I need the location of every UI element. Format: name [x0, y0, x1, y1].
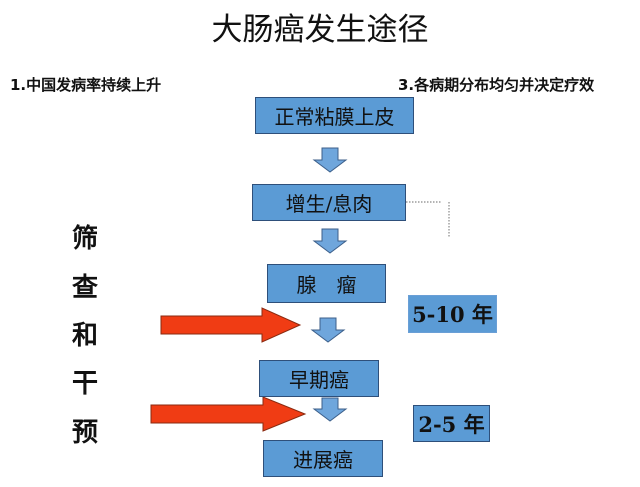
page-title: 大肠癌发生途径 [211, 12, 429, 48]
duration-2-5-years: 2-5 年 [413, 405, 490, 442]
duration-5-10-years: 5-10 年 [408, 295, 497, 333]
down-arrow-icon [312, 228, 348, 254]
intervention-char: 查 [72, 273, 99, 303]
stage-early-cancer: 早期癌 [259, 360, 379, 397]
intervention-char: 预 [72, 418, 99, 448]
down-arrow-icon [310, 317, 346, 343]
stage-normal-mucosa: 正常粘膜上皮 [255, 97, 414, 134]
down-arrow-icon [312, 147, 348, 173]
intervention-char: 干 [72, 369, 99, 399]
red-arrow-icon [150, 396, 307, 432]
note-incidence: 1.中国发病率持续上升 [10, 76, 162, 94]
red-arrow-icon [160, 307, 302, 343]
stage-hyperplasia-polyp: 增生/息肉 [252, 184, 406, 221]
stage-advanced-cancer: 进展癌 [263, 440, 383, 477]
note-stage-distribution: 3.各病期分布均匀并决定疗效 [398, 76, 595, 94]
stage-adenoma: 腺 瘤 [267, 264, 386, 303]
intervention-char: 筛 [72, 224, 99, 254]
down-arrow-icon [312, 397, 348, 422]
intervention-char: 和 [72, 321, 99, 351]
